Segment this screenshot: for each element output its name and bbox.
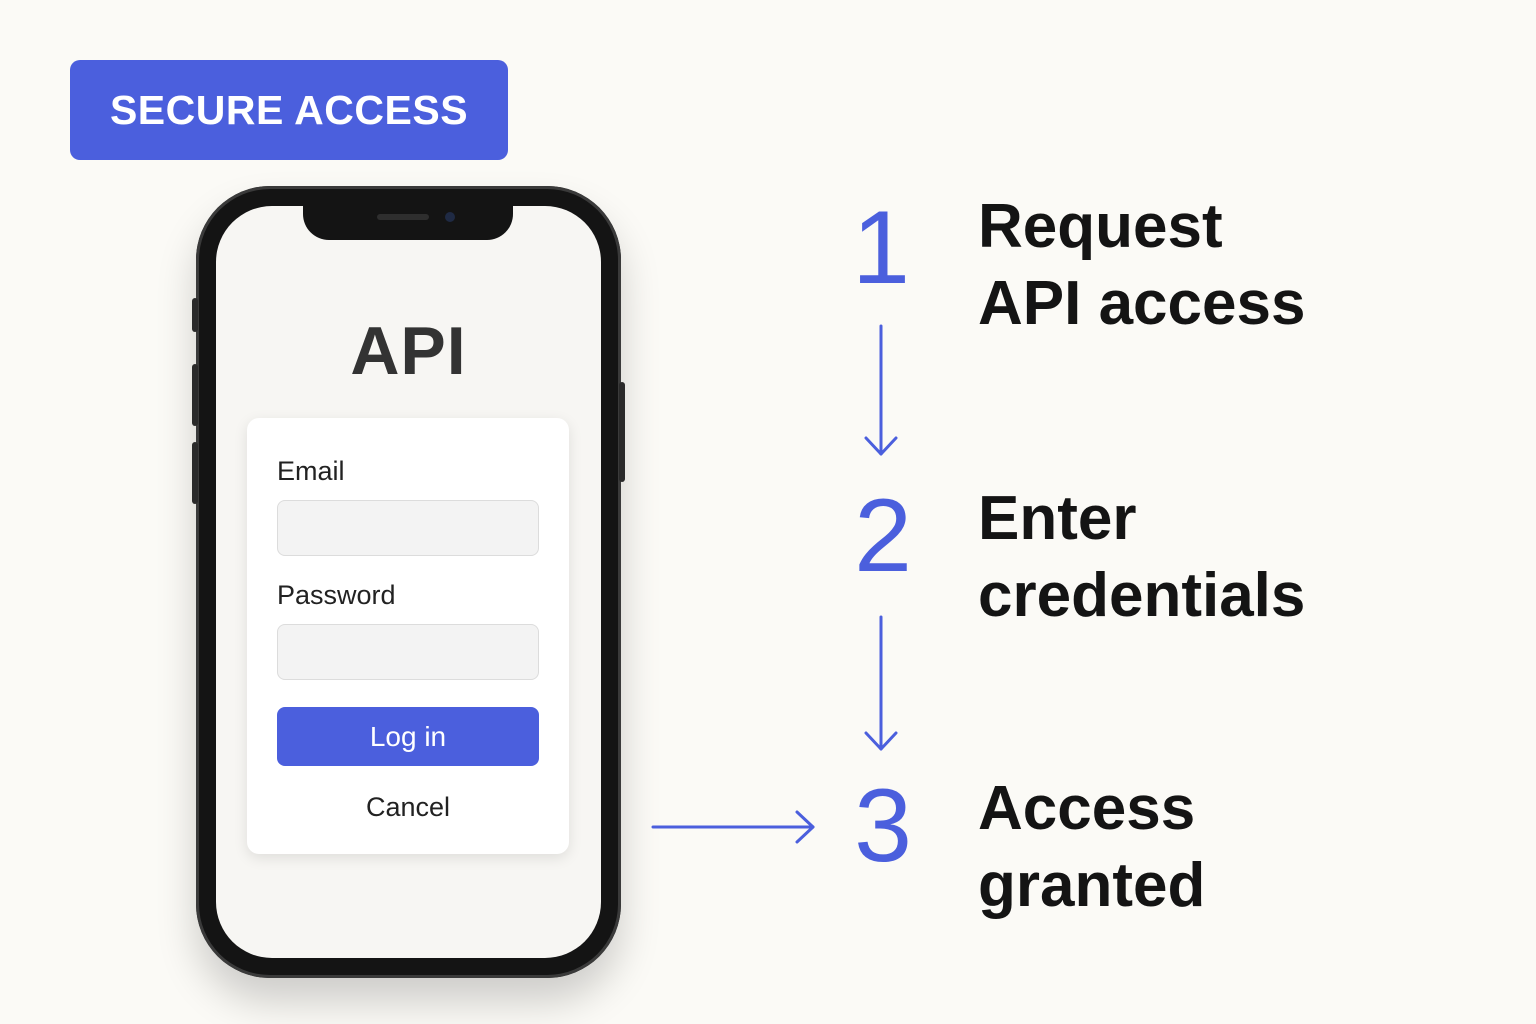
- front-camera-icon: [445, 212, 455, 222]
- phone-mockup: API Email Password Log in Cancel: [192, 186, 625, 978]
- step-2-number: 2: [854, 478, 912, 594]
- arrow-right-icon: [651, 810, 815, 844]
- phone-power-button: [619, 382, 625, 482]
- arrow-down-1-icon: [864, 324, 898, 456]
- step-1-line-1: Request: [978, 192, 1223, 261]
- password-label: Password: [277, 580, 396, 610]
- speaker-grille: [377, 214, 429, 220]
- log-in-button[interactable]: Log in: [277, 707, 539, 766]
- email-label: Email: [277, 456, 345, 486]
- step-1-number: 1: [852, 190, 910, 306]
- step-2-line-2: credentials: [978, 561, 1306, 630]
- step-3-line-1: Access: [978, 774, 1196, 843]
- password-field[interactable]: [277, 624, 539, 680]
- step-2-line-1: Enter: [978, 484, 1137, 553]
- phone-mute-switch: [192, 298, 198, 332]
- step-3-text: Access granted: [978, 770, 1478, 924]
- phone-screen: API Email Password Log in Cancel: [216, 206, 601, 958]
- cancel-button[interactable]: Cancel: [365, 792, 451, 822]
- step-3-line-2: granted: [978, 851, 1206, 920]
- secure-access-badge: SECURE ACCESS: [70, 60, 508, 160]
- phone-volume-up-button: [192, 364, 198, 426]
- email-field[interactable]: [277, 500, 539, 556]
- step-3-number: 3: [854, 768, 912, 884]
- step-1-text: Request API access: [978, 188, 1478, 342]
- phone-volume-down-button: [192, 442, 198, 504]
- step-2-text: Enter credentials: [978, 480, 1478, 634]
- arrow-down-2-icon: [864, 615, 898, 751]
- login-card: Email Password Log in Cancel: [247, 418, 569, 854]
- step-1-line-2: API access: [978, 269, 1306, 338]
- phone-notch: [303, 206, 513, 240]
- app-title: API: [350, 313, 467, 389]
